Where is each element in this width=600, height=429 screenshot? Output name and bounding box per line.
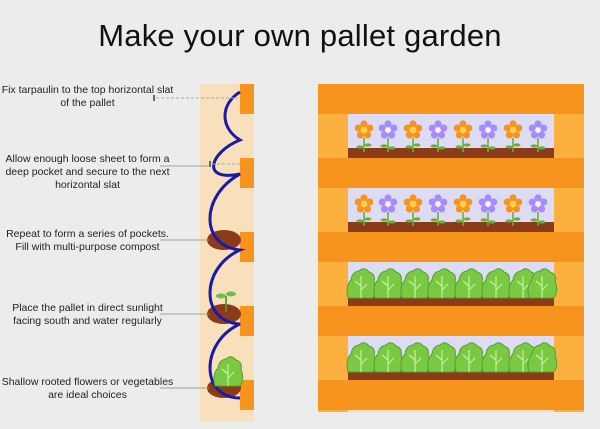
step-2-text: Allow enough loose sheet to form a deep …: [5, 153, 170, 191]
seedling-icon: [216, 291, 236, 312]
side-slat-4: [240, 306, 254, 336]
pallet-slat-4: [318, 306, 584, 336]
side-slat-1: [240, 84, 254, 114]
pallet-slat-3: [318, 232, 584, 262]
step-4-text: Place the pallet in direct sunlight faci…: [12, 302, 163, 327]
side-slat-5: [240, 380, 254, 410]
soil-band: [348, 370, 554, 380]
step-5-text: Shallow rooted flowers or vegetables are…: [1, 376, 174, 401]
soil-band: [348, 296, 554, 306]
page-title: Make your own pallet garden: [98, 18, 502, 53]
nail-icon: [153, 95, 238, 101]
step-3-text: Repeat to form a series of pockets. Fill…: [6, 228, 169, 253]
pallet-slat-1: [318, 84, 584, 114]
pallet-slat-2: [318, 158, 584, 188]
step-1-text: Fix tarpaulin to the top horizontal slat…: [1, 84, 174, 109]
soil-band: [348, 148, 554, 158]
side-slat-3: [240, 232, 254, 262]
pallet-slat-5: [318, 380, 584, 410]
soil-band: [348, 222, 554, 232]
tarpaulin-line: [208, 90, 246, 400]
side-slat-2: [240, 158, 254, 188]
